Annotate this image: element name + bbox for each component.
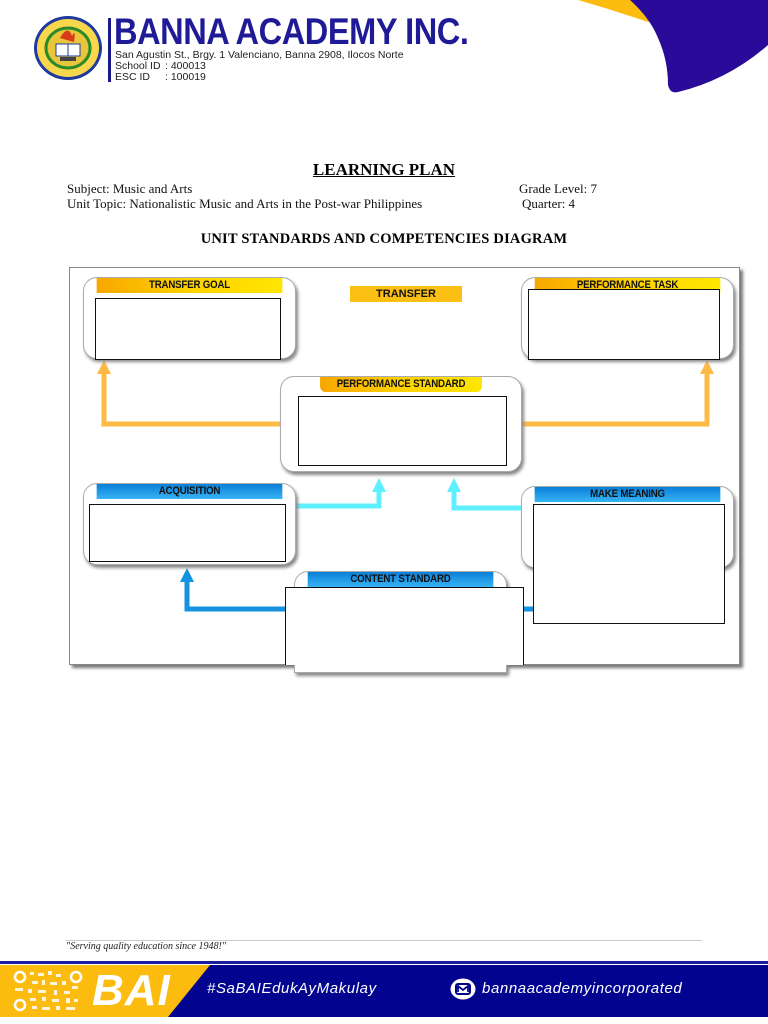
header-divider xyxy=(108,18,111,82)
transfer-label: TRANSFER xyxy=(350,286,462,302)
quarter-text: Quarter: 4 xyxy=(522,196,576,211)
transfer-goal-label: TRANSFER GOAL xyxy=(96,278,283,293)
qr-code-icon xyxy=(12,969,84,1013)
performance-standard-label: PERFORMANCE STANDARD xyxy=(320,377,482,392)
school-id: School ID : 400013 xyxy=(115,61,206,72)
transfer-goal-field[interactable] xyxy=(95,298,281,360)
make-meaning-field[interactable] xyxy=(533,504,725,624)
school-motto: "Serving quality education since 1948!" xyxy=(66,941,227,952)
school-address: San Agustin St., Brgy. 1 Valenciano, Ban… xyxy=(115,49,404,61)
footer-divider xyxy=(66,940,702,941)
hashtag-text: #SaBAIEdukAyMakulay xyxy=(207,980,377,997)
facebook-handle[interactable]: bannaacademyincorporated xyxy=(482,980,683,997)
banner-top-stripe xyxy=(0,961,768,964)
content-standard-field[interactable] xyxy=(285,587,524,665)
corner-decoration xyxy=(558,0,768,95)
performance-task-field[interactable] xyxy=(528,289,720,360)
acquisition-field[interactable] xyxy=(89,504,286,562)
bai-logo: BAI xyxy=(92,966,171,1015)
school-id-value: : 400013 xyxy=(165,60,206,72)
make-meaning-label: MAKE MEANING xyxy=(534,487,721,502)
school-name: BANNA ACADEMY INC. xyxy=(114,11,469,52)
subject-text: Subject: Music and Arts xyxy=(67,181,193,196)
messenger-icon xyxy=(450,978,476,1000)
diagram-title: UNIT STANDARDS AND COMPETENCIES DIAGRAM xyxy=(200,231,568,247)
esc-id: ESC ID : 100019 xyxy=(115,72,206,83)
performance-standard-field[interactable] xyxy=(298,396,507,466)
school-seal-icon xyxy=(32,14,104,82)
unit-topic-text: Unit Topic: Nationalistic Music and Arts… xyxy=(67,196,423,211)
school-id-label: School ID xyxy=(115,60,161,72)
esc-id-value: : 100019 xyxy=(165,71,206,83)
content-standard-label: CONTENT STANDARD xyxy=(307,572,494,587)
page-title: LEARNING PLAN xyxy=(312,160,456,179)
grade-level-text: Grade Level: 7 xyxy=(519,181,597,196)
diagram-frame: TRANSFER TRANSFER GOAL PERFORMANCE TASK … xyxy=(69,267,740,673)
acquisition-label: ACQUISITION xyxy=(96,484,283,499)
esc-id-label: ESC ID xyxy=(115,71,151,83)
